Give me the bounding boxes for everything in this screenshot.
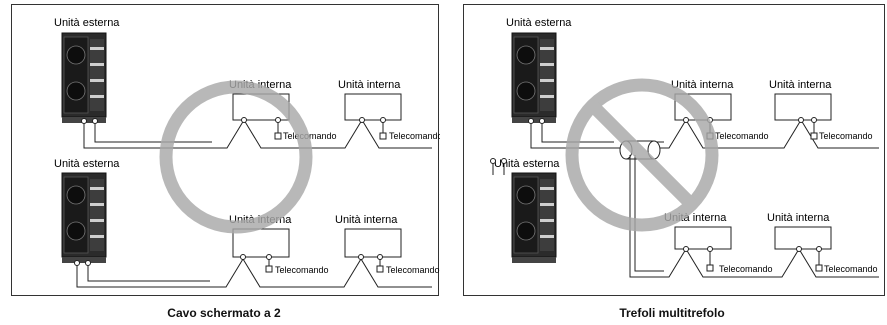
remote-icon xyxy=(810,132,818,140)
outdoor-unit-label: Unità esterna xyxy=(494,158,560,170)
outdoor-unit-icon xyxy=(511,172,557,263)
outdoor-unit-icon xyxy=(511,32,557,123)
remote-icon xyxy=(274,132,282,140)
indoor-unit-box xyxy=(344,93,402,121)
panel-multistrand: Unità esterna Unità interna Telecomando … xyxy=(463,4,885,296)
outdoor-unit-label: Unità esterna xyxy=(54,17,120,29)
prohibited-symbol xyxy=(565,78,719,232)
indoor-unit-box xyxy=(774,226,832,250)
remote-icon xyxy=(265,265,273,273)
diagram-multistrand: Unità esterna Unità interna Telecomando … xyxy=(490,17,879,278)
remote-label: Telecomando xyxy=(275,265,329,275)
remote-label: Telecomando xyxy=(283,131,337,141)
outdoor-unit-label: Unità esterna xyxy=(54,158,120,170)
remote-label: Telecomando xyxy=(715,131,769,141)
outdoor-unit-icon xyxy=(61,32,107,123)
circle-correct-symbol xyxy=(159,80,313,234)
multistrand-cable-icon xyxy=(619,140,687,278)
remote-label: Telecomando xyxy=(386,265,440,275)
indoor-unit-label: Unità interna xyxy=(671,79,734,91)
remote-icon xyxy=(376,265,384,273)
indoor-unit-label: Unità interna xyxy=(767,212,830,224)
indoor-unit-box xyxy=(774,93,832,121)
indoor-unit-box xyxy=(344,228,402,258)
remote-icon xyxy=(706,264,714,272)
remote-label: Telecomando xyxy=(824,264,878,274)
remote-icon xyxy=(815,264,823,272)
caption-multistrand: Trefoli multitrefolo xyxy=(619,306,725,320)
caption-shielded-cable: Cavo schermato a 2 xyxy=(167,306,281,320)
outdoor-unit-label: Unità esterna xyxy=(506,17,572,29)
indoor-unit-box xyxy=(674,226,732,250)
remote-label: Telecomando xyxy=(719,264,773,274)
remote-label: Telecomando xyxy=(389,131,440,141)
panel-shielded-cable: Unità esterna Unità interna Telecomando … xyxy=(11,4,443,296)
indoor-unit-label: Unità interna xyxy=(338,79,401,91)
diagram-shielded-cable: Unità esterna Unità interna Telecomando … xyxy=(54,17,443,288)
indoor-unit-label: Unità interna xyxy=(335,214,398,226)
outdoor-unit-icon xyxy=(61,172,107,263)
remote-icon xyxy=(379,132,387,140)
indoor-unit-label: Unità interna xyxy=(769,79,832,91)
remote-label: Telecomando xyxy=(819,131,873,141)
